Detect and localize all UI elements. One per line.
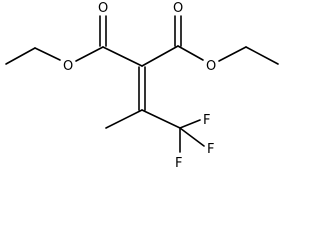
bond-right-o-ch2 [218,46,247,62]
atom-o-left-carbonyl: O [98,1,108,16]
atom-labels: O O O O F F F [63,1,216,171]
bond-left-carbonyl-central [102,46,143,67]
bond-left-ch3-ch2 [5,47,36,65]
bond-left-ch2-o [34,47,61,61]
bond-central-right-carbonyl [141,45,179,67]
atom-o-right-ester: O [206,59,216,74]
bond-cf3-f-top [179,119,201,129]
molecule-diagram: O O O O F F F [5,1,279,171]
bond-lower-c-cf3 [141,109,181,129]
atom-o-right-carbonyl: O [173,1,183,16]
bond-cf3-f-right [179,127,205,147]
atom-f-right: F [207,142,214,157]
atom-o-left-ester: O [63,59,73,74]
bond-right-carbonyl-o [177,45,204,61]
bonds [5,15,279,153]
bond-lower-c-methyl [105,109,143,129]
atom-f-bottom: F [175,156,182,171]
bond-left-o-carbonyl-c [75,46,104,62]
structure-svg: O O O O F F F [5,1,279,171]
bond-right-ch2-ch3 [245,46,279,65]
atom-f-top: F [203,113,210,128]
